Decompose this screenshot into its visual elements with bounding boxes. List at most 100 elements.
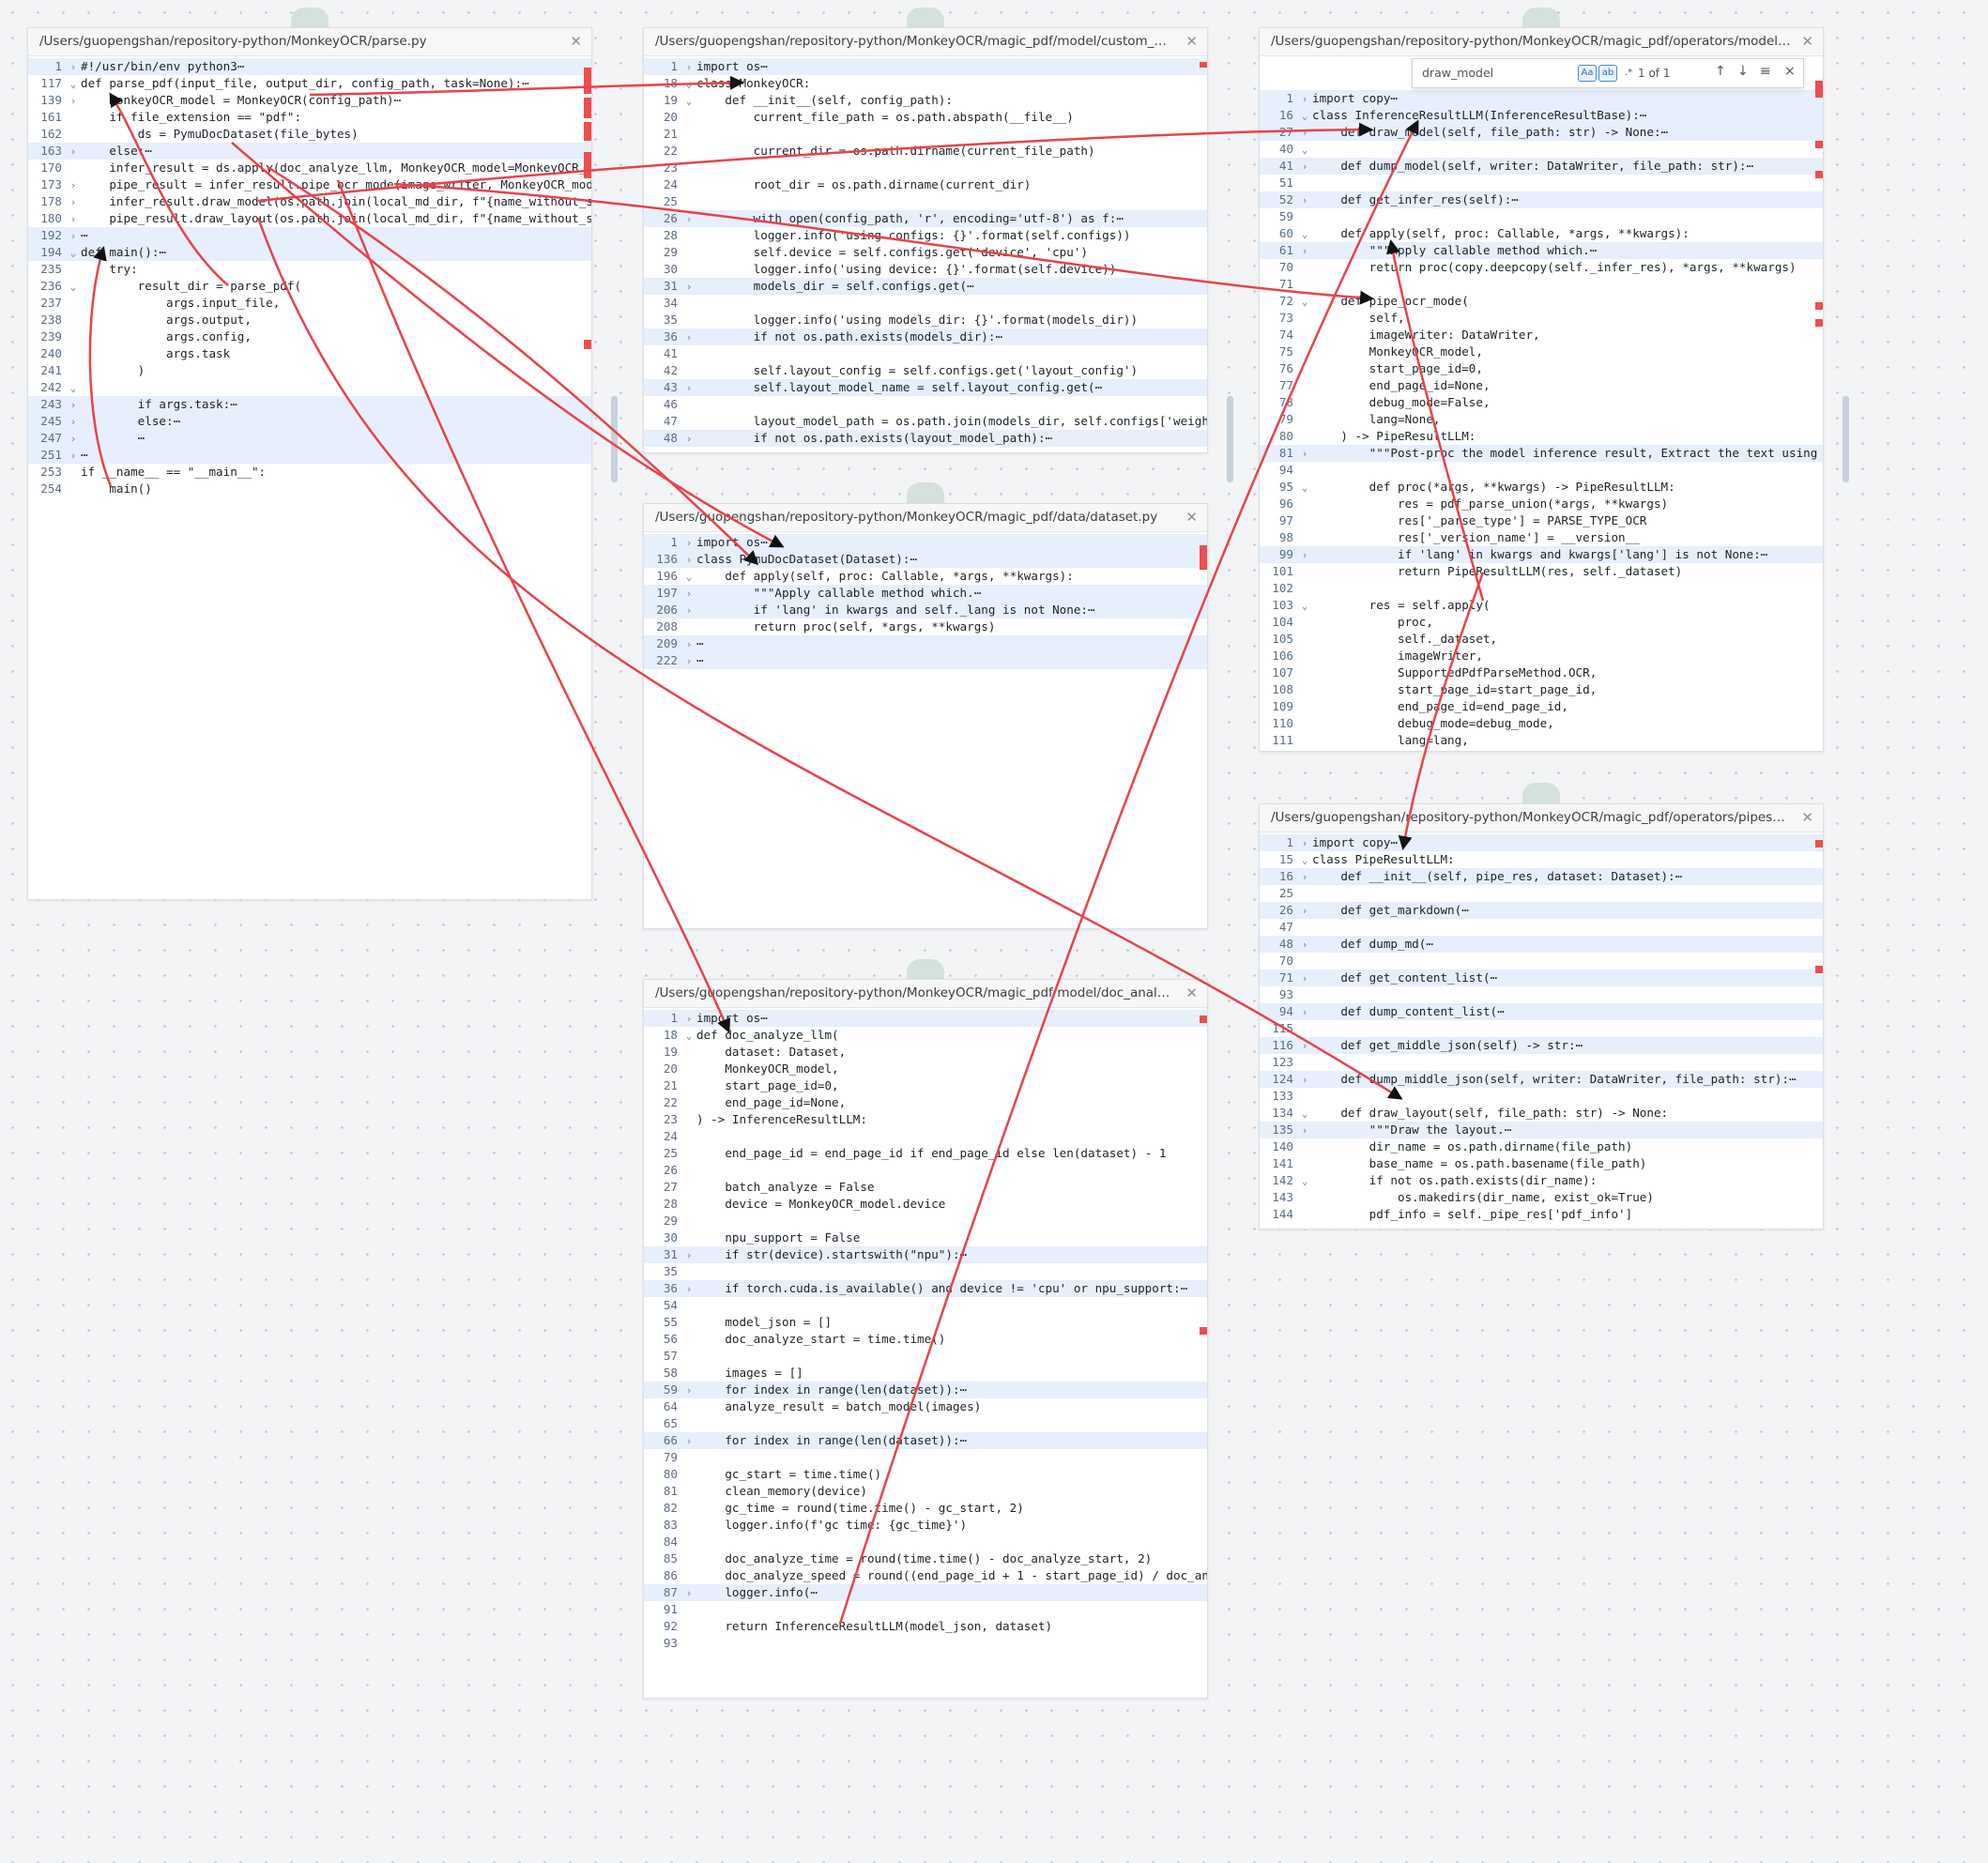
fold-collapsed-icon[interactable]: › xyxy=(1301,1040,1308,1052)
fold-expanded-icon[interactable]: ⌄ xyxy=(1301,1175,1308,1187)
code-line[interactable]: 123 xyxy=(1260,1054,1823,1071)
code-line[interactable]: 239 args.config, xyxy=(28,328,591,345)
code-view[interactable]: 1›import os⋯136›class PymuDocDataset(Dat… xyxy=(644,532,1207,669)
code-line[interactable]: 95⌄ def proc(*args, **kwargs) -> PipeRes… xyxy=(1260,479,1823,496)
code-line[interactable]: 1›import os⋯ xyxy=(644,534,1207,551)
code-line[interactable]: 144 pdf_info = self._pipe_res['pdf_info'… xyxy=(1260,1206,1823,1223)
code-line[interactable]: 36› if not os.path.exists(models_dir):⋯ xyxy=(644,328,1207,345)
code-line[interactable]: 24 xyxy=(644,1128,1207,1145)
close-icon[interactable]: ✕ xyxy=(1185,33,1198,50)
code-line[interactable]: 108 start_page_id=start_page_id, xyxy=(1260,681,1823,698)
fold-collapsed-icon[interactable]: › xyxy=(1301,194,1308,206)
code-line[interactable]: 79 lang=None, xyxy=(1260,411,1823,428)
code-line[interactable]: 20 MonkeyOCR_model, xyxy=(644,1061,1207,1077)
code-line[interactable]: 134⌄ def draw_layout(self, file_path: st… xyxy=(1260,1105,1823,1122)
fold-collapsed-icon[interactable]: › xyxy=(1301,1074,1308,1086)
code-line[interactable]: 25 xyxy=(644,193,1207,210)
code-line[interactable]: 54 xyxy=(644,1297,1207,1314)
close-icon[interactable]: ✕ xyxy=(1185,985,1198,1001)
code-line[interactable]: 21 xyxy=(644,126,1207,143)
code-line[interactable]: 92 return InferenceResultLLM(model_json,… xyxy=(644,1618,1207,1635)
fold-expanded-icon[interactable]: ⌄ xyxy=(1301,1107,1308,1120)
code-line[interactable]: 170 infer_result = ds.apply(doc_analyze_… xyxy=(28,160,591,176)
pane-drag-handle[interactable] xyxy=(907,8,944,28)
code-line[interactable]: 61› """Apply callable method which.⋯ xyxy=(1260,242,1823,259)
code-line[interactable]: 80 gc_start = time.time() xyxy=(644,1466,1207,1483)
code-line[interactable]: 197› """Apply callable method which.⋯ xyxy=(644,585,1207,602)
code-line[interactable]: 107 SupportedPdfParseMethod.OCR, xyxy=(1260,664,1823,681)
fold-collapsed-icon[interactable]: › xyxy=(685,213,693,225)
fold-collapsed-icon[interactable]: › xyxy=(69,179,77,191)
code-line[interactable]: 86 doc_analyze_speed = round((end_page_i… xyxy=(644,1567,1207,1584)
fold-collapsed-icon[interactable]: › xyxy=(1301,549,1308,561)
code-line[interactable]: 139› MonkeyOCR_model = MonkeyOCR(config_… xyxy=(28,92,591,109)
code-line[interactable]: 136›class PymuDocDataset(Dataset):⋯ xyxy=(644,551,1207,568)
fold-expanded-icon[interactable]: ⌄ xyxy=(685,1030,693,1042)
code-line[interactable]: 48› def dump_md(⋯ xyxy=(1260,936,1823,953)
code-line[interactable]: 1›import copy⋯ xyxy=(1260,834,1823,851)
code-line[interactable]: 237 args.input_file, xyxy=(28,295,591,312)
pane-drag-handle[interactable] xyxy=(1522,783,1560,803)
code-line[interactable]: 161 if file_extension == "pdf": xyxy=(28,109,591,126)
code-line[interactable]: 43› self.layout_model_name = self.layout… xyxy=(644,379,1207,396)
code-line[interactable]: 23 xyxy=(644,160,1207,176)
code-line[interactable]: 163› else:⋯ xyxy=(28,143,591,160)
code-line[interactable]: 194⌄def main():⋯ xyxy=(28,244,591,261)
code-line[interactable]: 94 xyxy=(1260,462,1823,479)
code-line[interactable]: 254 main() xyxy=(28,481,591,497)
code-line[interactable]: 55 model_json = [] xyxy=(644,1314,1207,1331)
code-line[interactable]: 16⌄class InferenceResultLLM(InferenceRes… xyxy=(1260,107,1823,124)
fold-collapsed-icon[interactable]: › xyxy=(685,61,693,73)
fold-expanded-icon[interactable]: ⌄ xyxy=(685,95,693,107)
code-line[interactable]: 35 xyxy=(644,1263,1207,1280)
code-line[interactable]: 29 self.device = self.configs.get('devic… xyxy=(644,244,1207,261)
code-line[interactable]: 20 current_file_path = os.path.abspath(_… xyxy=(644,109,1207,126)
code-line[interactable]: 29 xyxy=(644,1213,1207,1229)
fold-expanded-icon[interactable]: ⌄ xyxy=(69,382,77,394)
code-line[interactable]: 73 self, xyxy=(1260,310,1823,327)
code-line[interactable]: 28 device = MonkeyOCR_model.device xyxy=(644,1196,1207,1213)
code-line[interactable]: 65 xyxy=(644,1415,1207,1432)
code-line[interactable]: 96 res = pdf_parse_union(*args, **kwargs… xyxy=(1260,496,1823,512)
fold-collapsed-icon[interactable]: › xyxy=(69,213,77,225)
code-line[interactable]: 59 xyxy=(1260,208,1823,225)
code-line[interactable]: 15⌄class PipeResultLLM: xyxy=(1260,851,1823,868)
match-case-toggle[interactable]: Aa xyxy=(1578,65,1597,82)
fold-collapsed-icon[interactable]: › xyxy=(1301,972,1308,985)
fold-expanded-icon[interactable]: ⌄ xyxy=(69,247,77,259)
code-line[interactable]: 76 start_page_id=0, xyxy=(1260,360,1823,377)
code-line[interactable]: 26› def get_markdown(⋯ xyxy=(1260,902,1823,919)
code-line[interactable]: 27 batch_analyze = False xyxy=(644,1179,1207,1196)
fold-collapsed-icon[interactable]: › xyxy=(1301,939,1308,951)
code-line[interactable]: 59› for index in range(len(dataset)):⋯ xyxy=(644,1382,1207,1398)
code-line[interactable]: 85 doc_analyze_time = round(time.time() … xyxy=(644,1550,1207,1567)
code-line[interactable]: 87› logger.info(⋯ xyxy=(644,1584,1207,1601)
code-line[interactable]: 178› infer_result.draw_model(os.path.joi… xyxy=(28,193,591,210)
code-line[interactable]: 48› if not os.path.exists(layout_model_p… xyxy=(644,430,1207,447)
scrollbar[interactable] xyxy=(1843,396,1849,482)
fold-collapsed-icon[interactable]: › xyxy=(685,655,693,667)
code-line[interactable]: 19 dataset: Dataset, xyxy=(644,1044,1207,1061)
code-line[interactable]: 77 end_page_id=None, xyxy=(1260,377,1823,394)
code-line[interactable]: 72⌄ def pipe_ocr_mode( xyxy=(1260,293,1823,310)
previous-match-icon[interactable]: ↑ xyxy=(1715,64,1726,79)
code-line[interactable]: 91 xyxy=(644,1601,1207,1618)
code-line[interactable]: 81› """Post-proc the model inference res… xyxy=(1260,445,1823,462)
close-icon[interactable]: ✕ xyxy=(1185,509,1198,526)
scrollbar[interactable] xyxy=(611,396,618,482)
code-line[interactable]: 30 npu_support = False xyxy=(644,1229,1207,1246)
fold-collapsed-icon[interactable]: › xyxy=(685,331,693,344)
close-icon[interactable]: ✕ xyxy=(1801,33,1813,50)
fold-collapsed-icon[interactable]: › xyxy=(1301,871,1308,883)
code-line[interactable]: 42 self.layout_config = self.configs.get… xyxy=(644,362,1207,379)
code-line[interactable]: 41 xyxy=(644,345,1207,362)
fold-collapsed-icon[interactable]: › xyxy=(685,382,693,394)
pane-drag-handle[interactable] xyxy=(907,959,944,980)
code-line[interactable]: 247› ⋯ xyxy=(28,430,591,447)
code-line[interactable]: 81 clean_memory(device) xyxy=(644,1483,1207,1500)
code-line[interactable]: 1›#!/usr/bin/env python3⋯ xyxy=(28,58,591,75)
code-line[interactable]: 141 base_name = os.path.basename(file_pa… xyxy=(1260,1155,1823,1172)
code-line[interactable]: 115 xyxy=(1260,1020,1823,1037)
code-line[interactable]: 71› def get_content_list(⋯ xyxy=(1260,970,1823,986)
